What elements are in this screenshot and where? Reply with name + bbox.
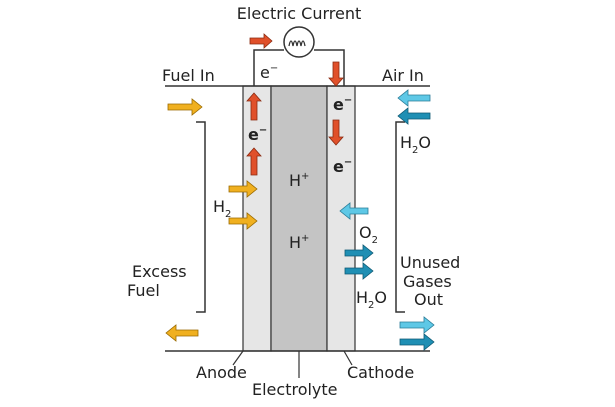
h2o-bottom-label: H2O <box>356 288 387 311</box>
h2-arrow-2 <box>228 212 258 230</box>
cathode-label: Cathode <box>347 363 414 382</box>
cathode-leader <box>343 350 353 366</box>
electron-arrow-circuit <box>249 33 273 49</box>
unused-label-line-2: Gases <box>403 272 452 291</box>
electric-current-label: Electric Current <box>237 4 361 23</box>
h2-arrow-1 <box>228 180 258 198</box>
unused-gas-arrow-light <box>399 316 435 334</box>
cathode-electron-label-1: e− <box>333 95 352 114</box>
o2-label: O2 <box>359 223 378 246</box>
unused-label-line-1: Unused <box>400 253 460 272</box>
anode-label: Anode <box>196 363 247 382</box>
excess-label-line-2: Fuel <box>127 281 160 300</box>
resistor-coil-icon <box>283 26 315 58</box>
anode-leader <box>232 350 244 366</box>
circuit-wire <box>253 49 284 86</box>
excess-fuel-arrow <box>165 324 199 342</box>
h2-label: H2 <box>213 197 231 220</box>
circuit-wire-right <box>314 49 345 86</box>
air-in-arrow-light <box>397 89 431 107</box>
h-plus-label-1: H+ <box>289 171 309 190</box>
h2o-arrow-out-1 <box>344 244 374 262</box>
h-plus-label-2: H+ <box>289 233 309 252</box>
fuel-chamber-bracket <box>196 121 206 313</box>
h2o-top-label: H2O <box>400 133 431 156</box>
unused-gas-arrow-dark <box>399 333 435 351</box>
unused-label-line-3: Out <box>414 290 443 309</box>
air-in-arrow-dark <box>397 107 431 125</box>
electron-arrow-cathode-2 <box>328 119 344 146</box>
cathode-plate <box>326 85 356 352</box>
o2-arrow-in <box>339 202 369 220</box>
air-in-label: Air In <box>382 66 424 85</box>
electron-arrow-anode-1 <box>246 92 262 121</box>
anode-electron-label: e− <box>248 125 267 144</box>
electron-arrow-cathode-1 <box>328 61 344 87</box>
electron-arrow-anode-2 <box>246 147 262 176</box>
h2o-arrow-out-2 <box>344 262 374 280</box>
cathode-electron-label-2: e− <box>333 157 352 176</box>
electrolyte-plate <box>270 85 328 352</box>
fuel-in-arrow <box>167 98 203 116</box>
electrolyte-label: Electrolyte <box>252 380 338 399</box>
fuel-in-label: Fuel In <box>162 66 215 85</box>
excess-label-line-1: Excess <box>132 262 187 281</box>
air-chamber-bracket <box>395 121 405 313</box>
circuit-electron-label: e− <box>260 63 278 82</box>
